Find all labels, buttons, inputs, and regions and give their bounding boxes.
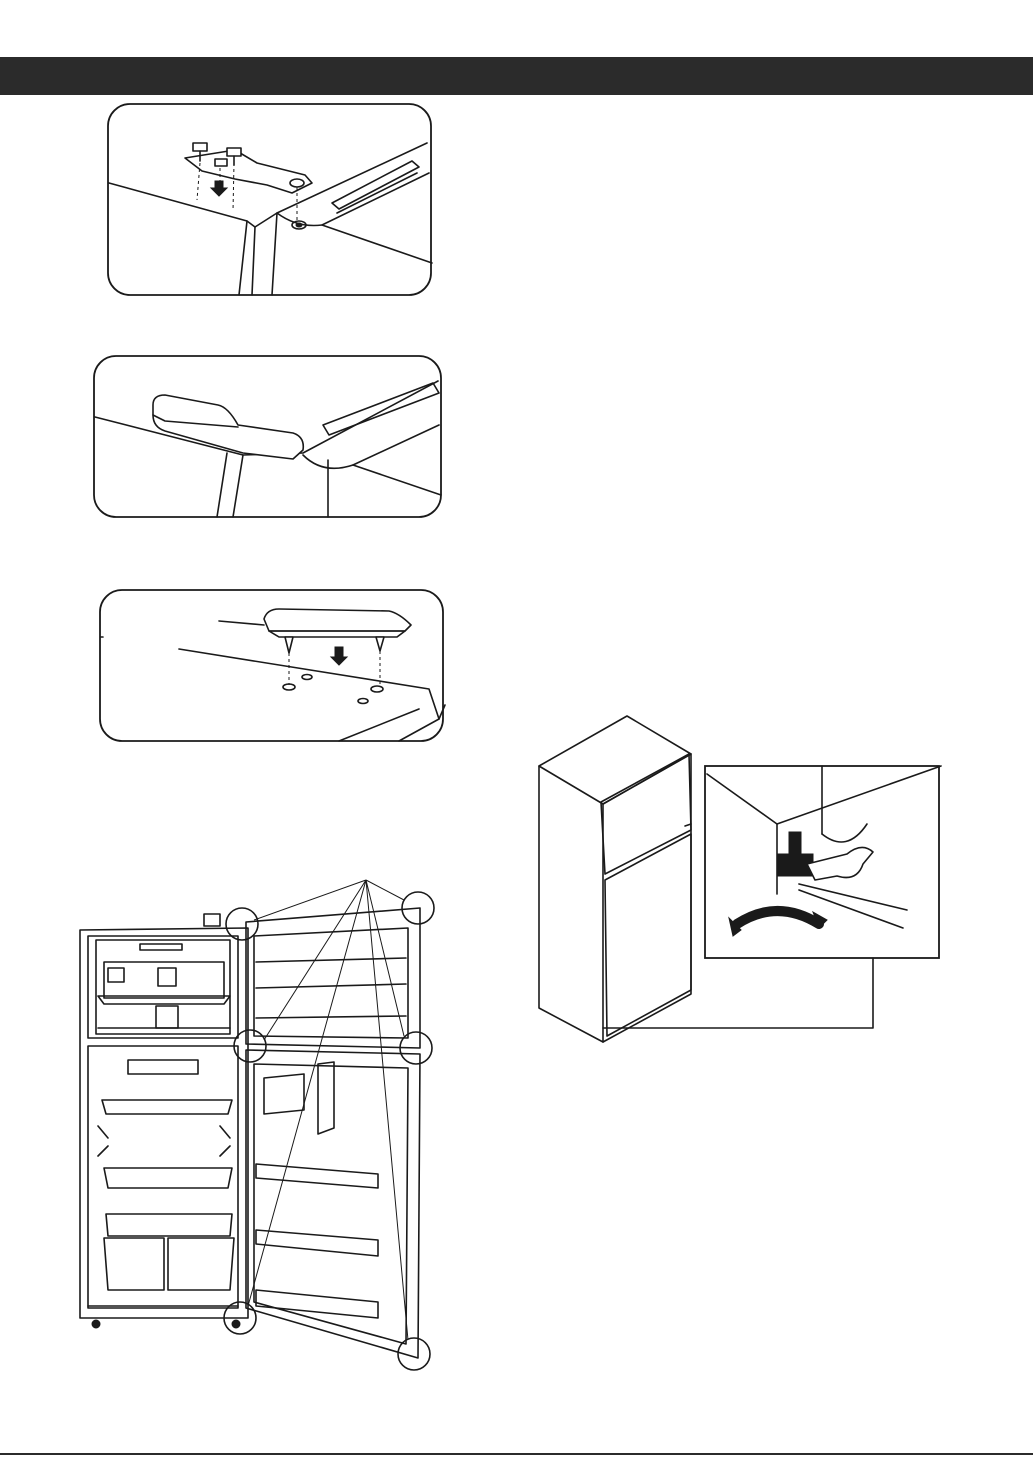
hinge-cover-attach-figure: [99, 589, 445, 743]
hinge-bracket-figure: [107, 103, 433, 297]
hinge-cover-figure: [93, 355, 443, 519]
leveling-foot-figure: [537, 714, 943, 1044]
header-bar: [0, 57, 1033, 95]
footer-rule: [0, 1453, 1033, 1455]
refrigerator-open-figure: [78, 878, 440, 1378]
